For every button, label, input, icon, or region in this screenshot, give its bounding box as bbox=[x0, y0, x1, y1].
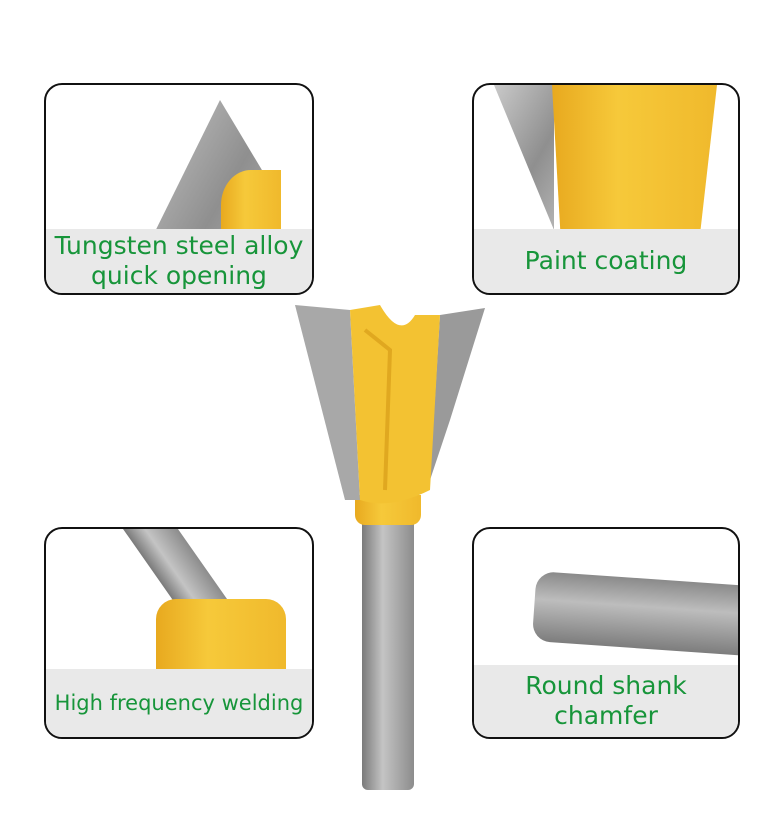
feature-caption: Tungsten steel alloy quick opening bbox=[46, 229, 312, 293]
body-closeup-image bbox=[221, 170, 281, 240]
caption-line-1: Round shank bbox=[525, 671, 687, 700]
feature-panel-welding: High frequency welding bbox=[44, 527, 314, 739]
blade-closeup-image bbox=[494, 85, 554, 230]
feature-panel-shank: Round shank chamfer bbox=[472, 527, 740, 739]
round-shank-closeup-image bbox=[531, 571, 738, 657]
feature-caption: Round shank chamfer bbox=[474, 665, 738, 737]
caption-line-1: Paint coating bbox=[524, 246, 688, 275]
caption-line-2: quick opening bbox=[91, 261, 267, 290]
caption-line-1: High frequency welding bbox=[54, 691, 304, 715]
feature-panel-tungsten: Tungsten steel alloy quick opening bbox=[44, 83, 314, 295]
feature-caption: High frequency welding bbox=[46, 669, 312, 737]
feature-panel-paint: Paint coating bbox=[472, 83, 740, 295]
bit-head bbox=[295, 305, 485, 504]
caption-line-2: chamfer bbox=[554, 701, 658, 730]
weld-closeup-image bbox=[156, 599, 286, 674]
feature-caption: Paint coating bbox=[474, 229, 738, 293]
caption-line-1: Tungsten steel alloy bbox=[54, 231, 304, 260]
bit-shank bbox=[362, 515, 414, 790]
paint-closeup-image bbox=[552, 85, 717, 230]
